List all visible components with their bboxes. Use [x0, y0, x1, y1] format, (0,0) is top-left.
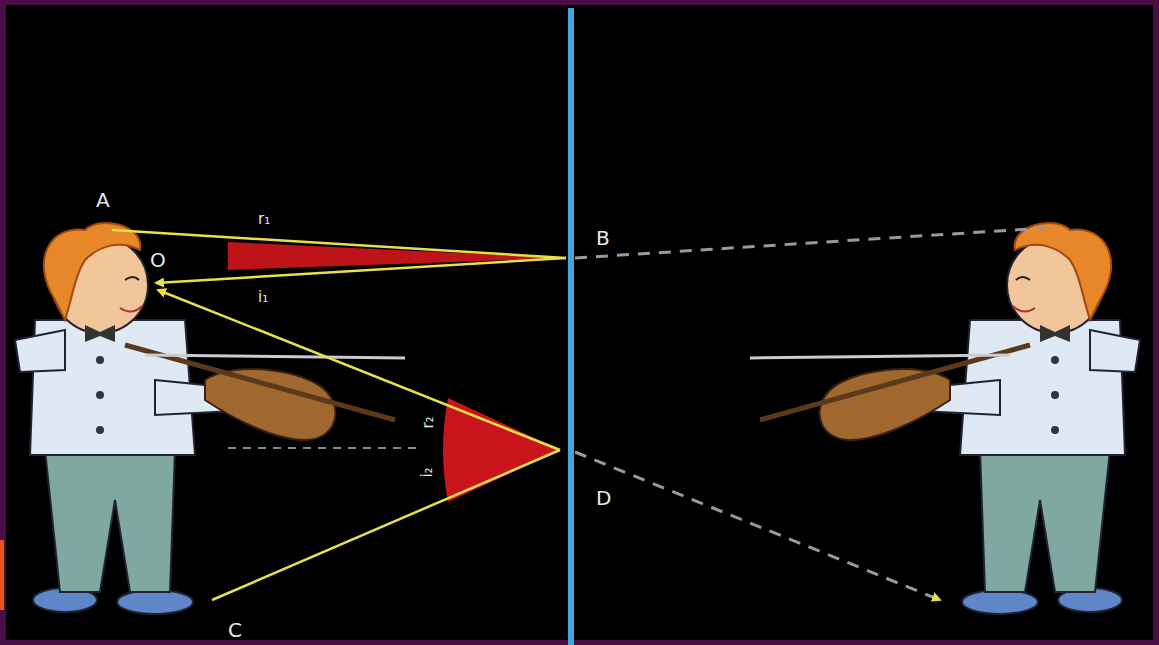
point-label: O — [150, 250, 166, 270]
point-label: B — [596, 228, 610, 248]
point-label: i₂ — [420, 467, 435, 477]
point-label: D — [596, 488, 611, 508]
point-label: r₁ — [258, 212, 270, 227]
point-label: C — [228, 620, 242, 640]
point-label: i₁ — [258, 290, 268, 305]
point-label: r₂ — [421, 416, 436, 428]
point-label: A — [96, 190, 110, 210]
